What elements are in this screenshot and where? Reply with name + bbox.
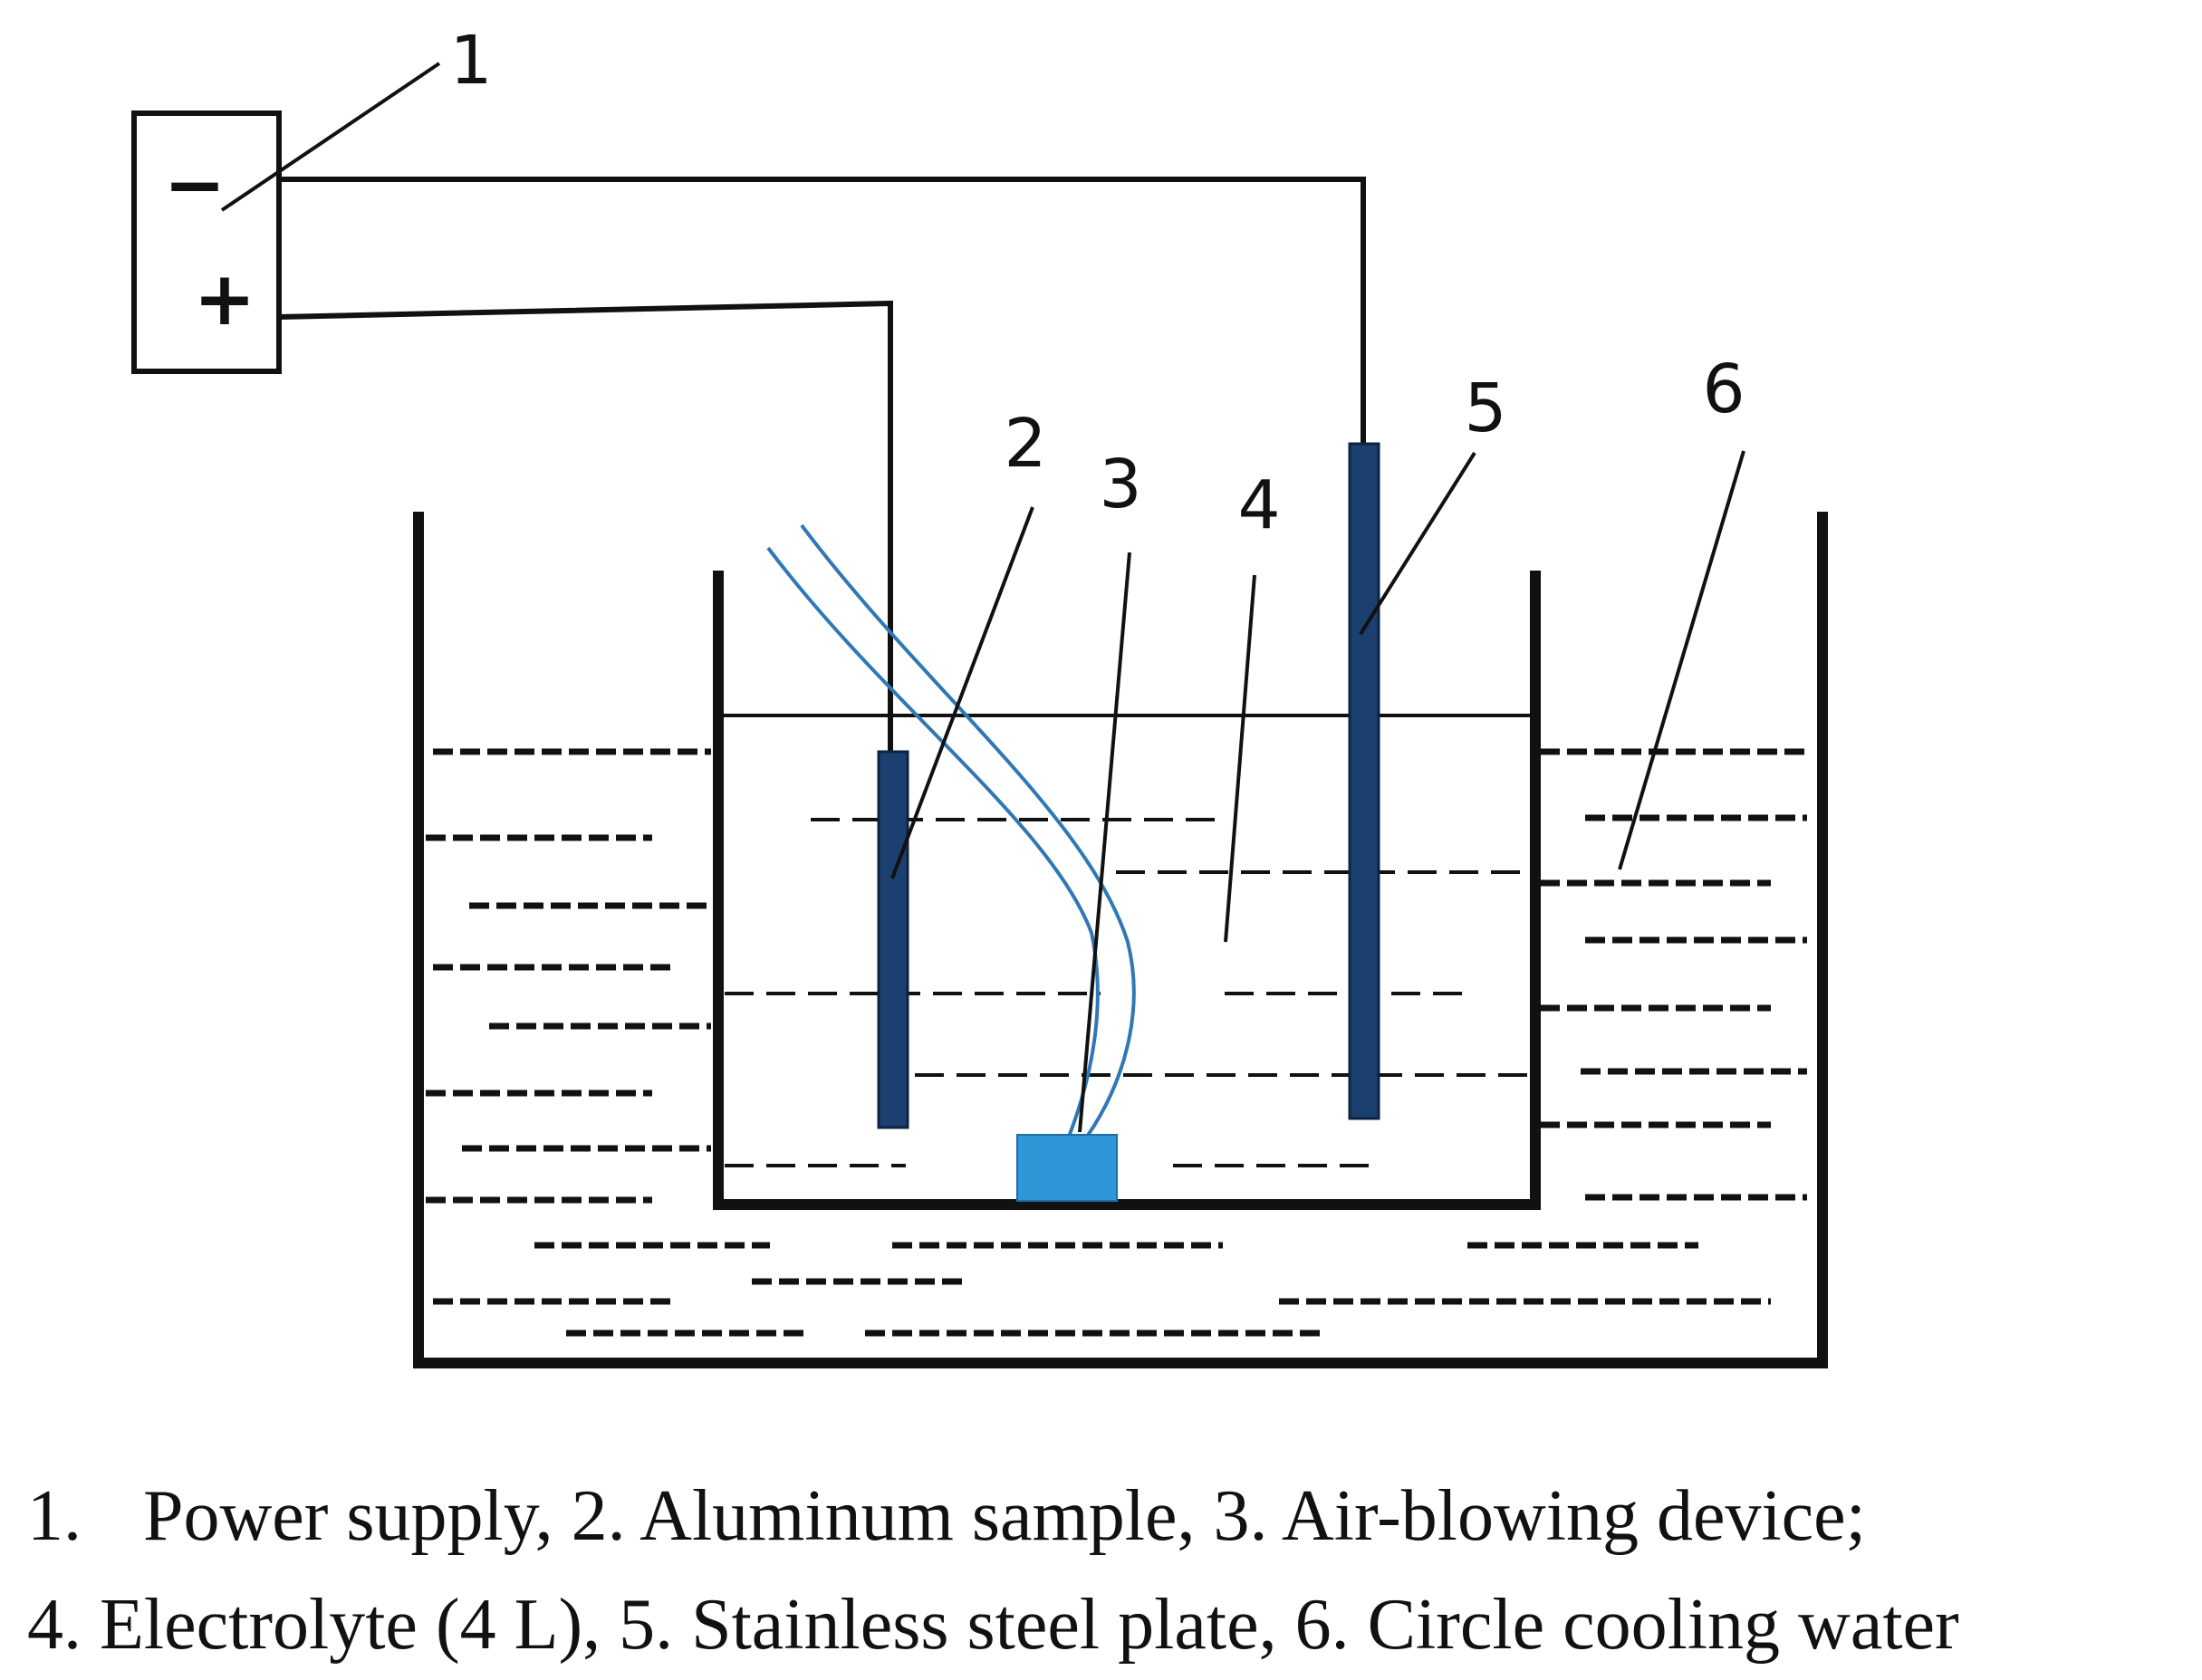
label-3: 3 [1099, 446, 1141, 523]
label-5: 5 [1464, 370, 1506, 447]
air-tube-outer [800, 523, 1136, 1138]
caption-line1-number: 1. [27, 1476, 82, 1556]
label-4: 4 [1237, 466, 1280, 544]
caption-line1: Power supply, 2. Aluminum sample, 3. Air… [143, 1476, 1866, 1556]
negative-wire [279, 177, 1366, 444]
air-blowing-device [1016, 1134, 1118, 1202]
label-6: 6 [1702, 350, 1745, 428]
electrolyte-dashes [725, 818, 1528, 1167]
air-tube-inner [766, 546, 1100, 1138]
stainless-steel-plate [1348, 442, 1380, 1120]
negative-terminal-sign: − [164, 142, 226, 228]
power-supply-box [131, 110, 282, 374]
label-2: 2 [1004, 405, 1046, 483]
inner-tank [713, 571, 1541, 1210]
cooling-water-dashes [426, 748, 1812, 1337]
positive-wire [278, 300, 893, 752]
caption-line2: 4. Electrolyte (4 L), 5. Stainless steel… [27, 1585, 1959, 1665]
label-1: 1 [449, 22, 492, 100]
positive-terminal-sign: + [194, 256, 256, 342]
leader-lines [220, 62, 1745, 1133]
aluminum-sample [877, 750, 909, 1129]
outer-tank [413, 512, 1828, 1368]
